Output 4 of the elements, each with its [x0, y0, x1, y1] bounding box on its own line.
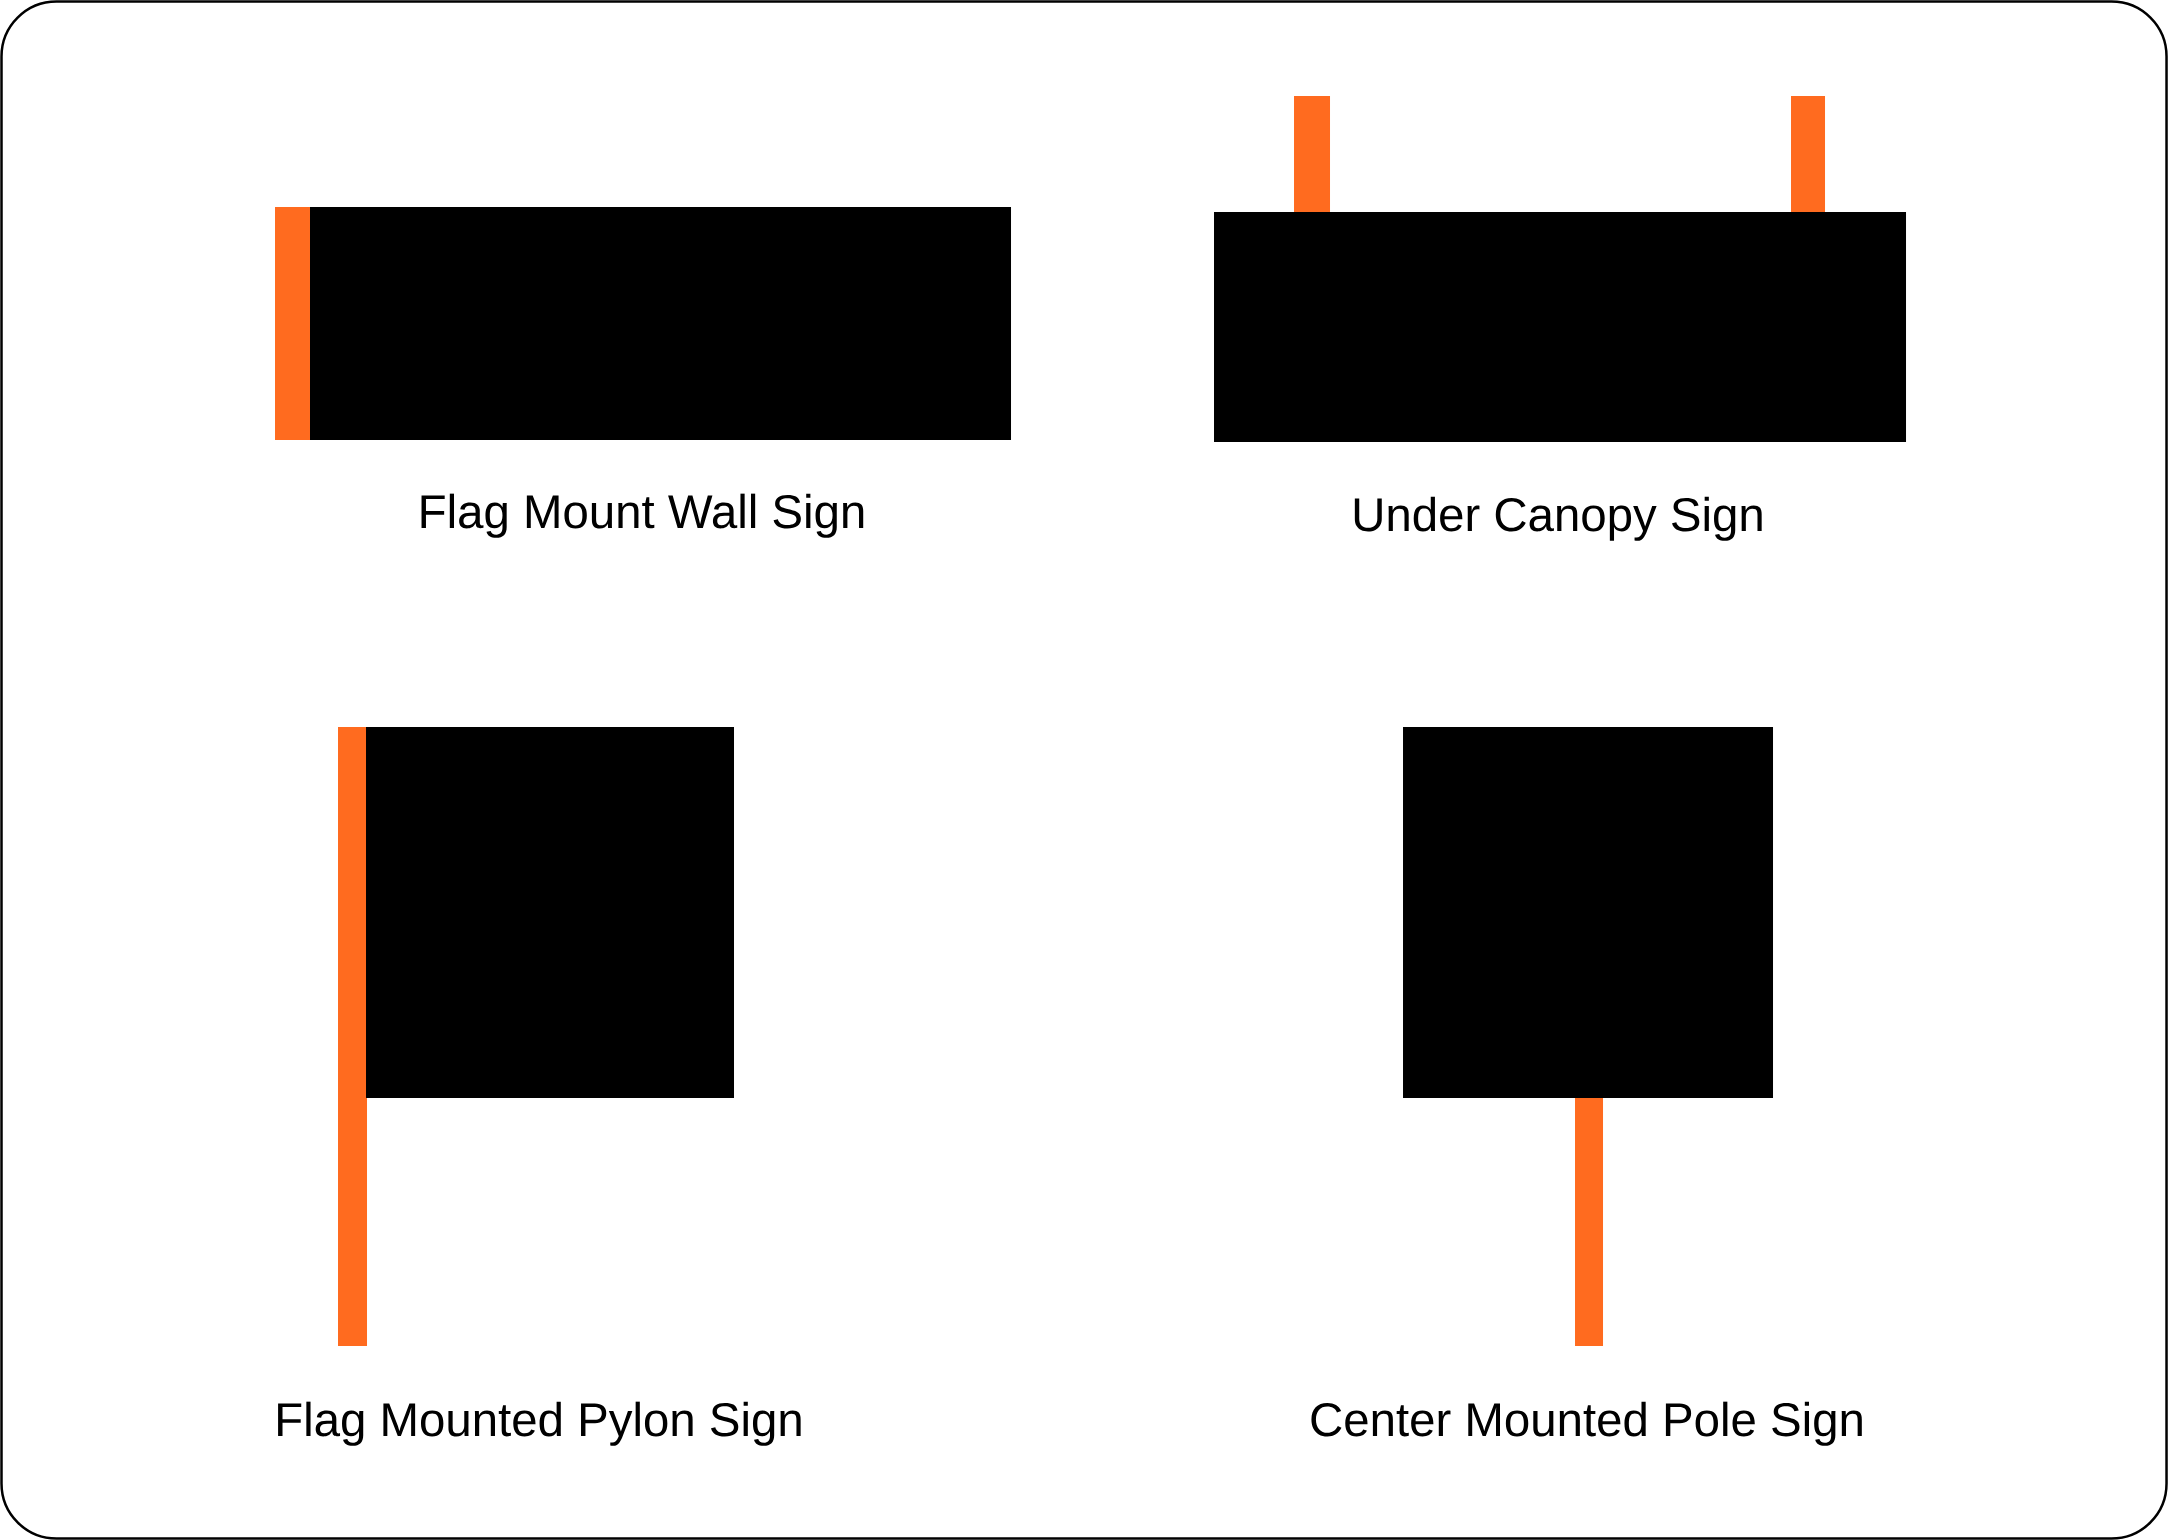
caption: Center Mounted Pole Sign [1311, 1401, 1862, 1446]
caption: Under Canopy Sign [1354, 496, 1762, 541]
caption: Flag Mount Wall Sign [421, 493, 864, 538]
caption: Flag Mounted Pylon Sign [278, 1401, 801, 1446]
